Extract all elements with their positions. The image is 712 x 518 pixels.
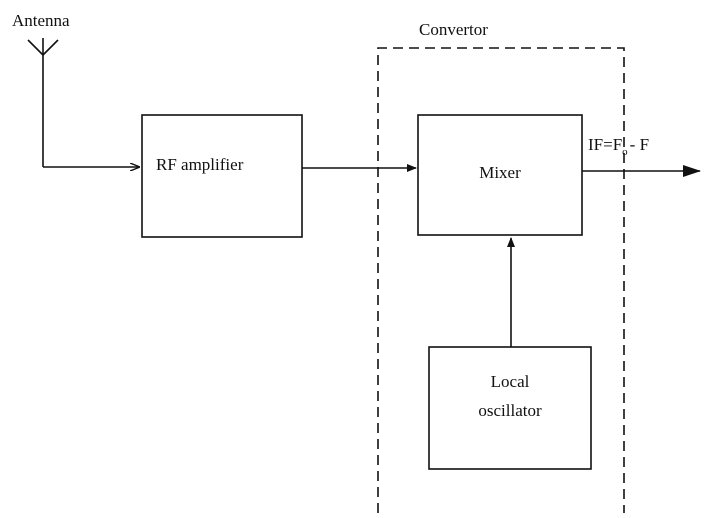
convertor-label: Convertor [419, 20, 488, 39]
local-oscillator-label-line2: oscillator [478, 401, 542, 420]
mixer-block [417, 114, 583, 236]
if-label-prefix: IF=F [588, 135, 622, 154]
if-label-subscript: o [622, 146, 628, 158]
mixer-label: Mixer [479, 163, 521, 182]
convertor-boundary [377, 47, 625, 513]
rf-amplifier-block [141, 114, 303, 238]
local-oscillator-label-line1: Local [491, 372, 530, 391]
rf-amplifier-label: RF amplifier [156, 155, 244, 174]
if-output-label: IF=Fo- F [588, 135, 649, 158]
antenna-icon [27, 38, 59, 167]
if-label-suffix: - F [630, 135, 649, 154]
local-oscillator-block [428, 346, 592, 470]
antenna-label: Antenna [12, 11, 70, 30]
